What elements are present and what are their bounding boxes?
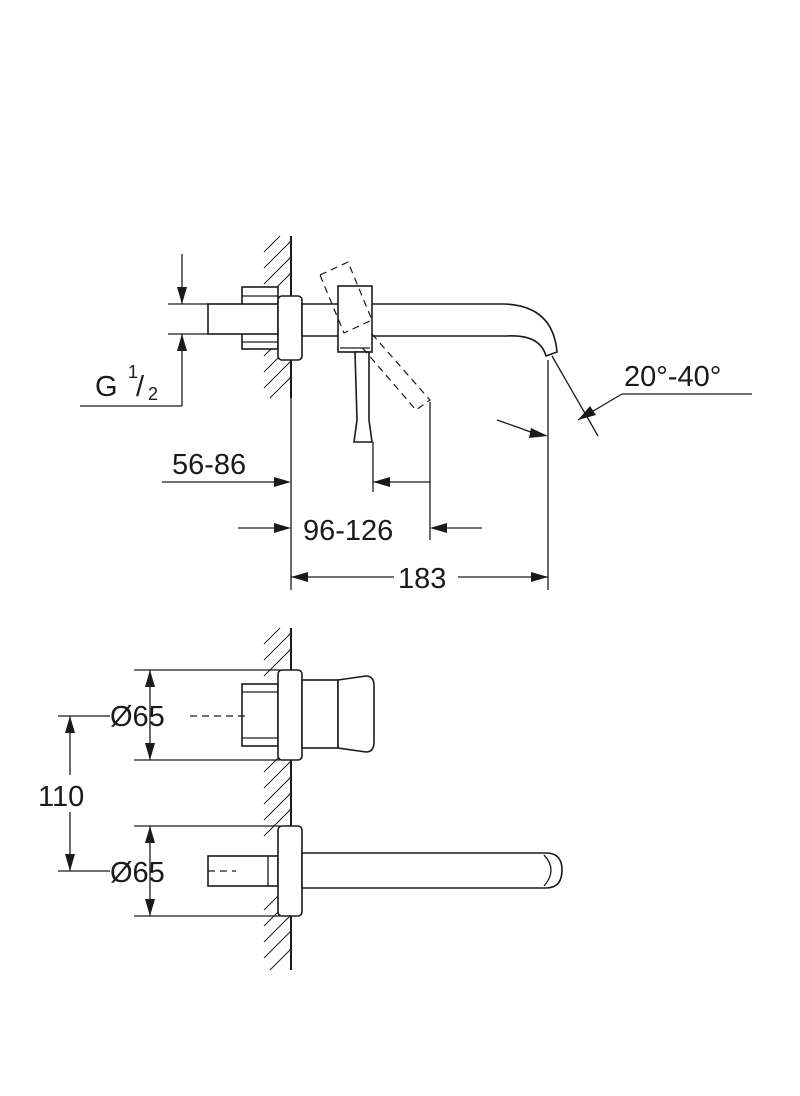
lever-handle [337,285,373,443]
thread-dimension: G 1 / 2 [80,254,208,407]
lever-dimension: 96-126 [238,402,482,547]
handle-unit [190,669,375,761]
thread-label-g: G [95,371,118,403]
center-distance-label: 110 [38,781,84,813]
thread-label-num: 1 [128,362,138,382]
spout-unit [207,825,563,917]
handle-diameter-dimension: Ø65 [110,669,280,761]
thread-label-sep: / [136,371,145,403]
wall-rosette [277,295,303,361]
side-view: G 1 / 2 56-86 96-126 [80,235,752,595]
spout-length-label: 183 [398,563,446,595]
depth-label: 56-86 [172,449,246,481]
tilt-angle-label: 20°-40° [624,361,721,393]
depth-dimension: 56-86 [162,360,430,590]
spout-diameter-label: Ø65 [110,857,165,889]
spout-front [301,852,563,889]
spout-length-dimension: 183 [291,360,549,595]
spout-diameter-dimension: Ø65 [110,825,280,917]
lever-tilted-outline [319,261,431,411]
concealed-body [207,286,279,350]
thread-label-den: 2 [148,384,158,404]
front-view: Ø65 Ø65 110 [38,627,563,971]
tilt-angle-dimension: 20°-40° [496,355,752,438]
center-distance-dimension: 110 [38,715,110,872]
lever-range-label: 96-126 [303,515,393,547]
handle-diameter-label: Ø65 [110,701,165,733]
